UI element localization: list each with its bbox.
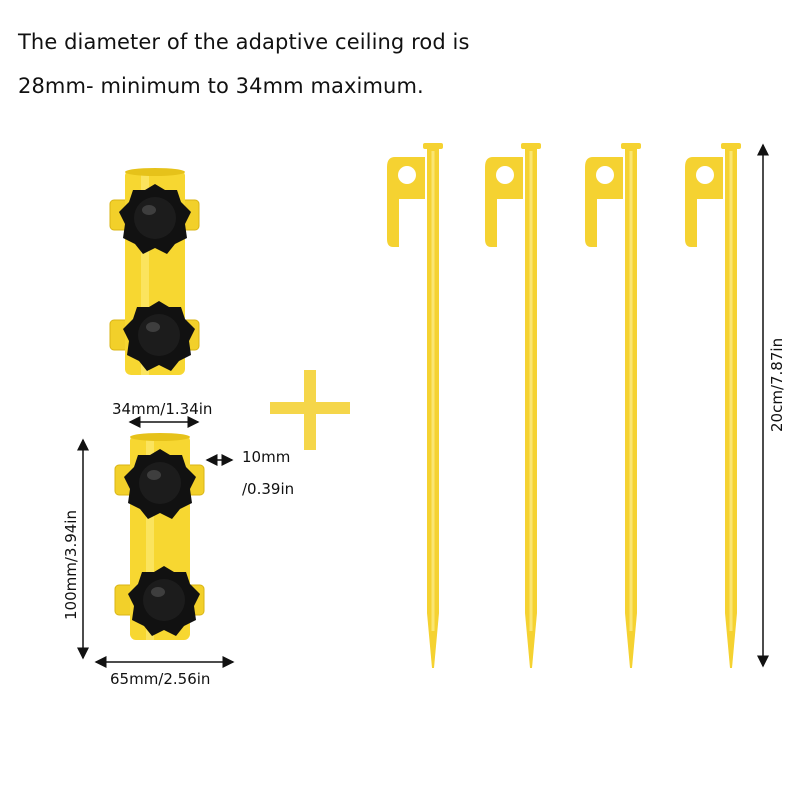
label-tab-width-line1: 10mm <box>242 448 291 466</box>
plus-icon <box>270 370 350 450</box>
label-tab-width-line2: /0.39in <box>242 480 295 498</box>
label-stake-length: 20cm/7.87in <box>768 337 786 432</box>
caption-line-1: The diameter of the adaptive ceiling rod… <box>18 30 470 54</box>
adapter-lower <box>115 433 204 640</box>
stake-4 <box>685 143 741 668</box>
stake-3 <box>585 143 641 668</box>
label-height: 100mm/3.94in <box>62 510 80 620</box>
label-inner-diameter: 34mm/1.34in <box>112 400 213 418</box>
adapter-upper <box>110 168 199 375</box>
stake-1 <box>387 143 443 668</box>
label-width: 65mm/2.56in <box>110 670 211 688</box>
stake-2 <box>485 143 541 668</box>
caption-line-2: 28mm- minimum to 34mm maximum. <box>18 74 424 98</box>
